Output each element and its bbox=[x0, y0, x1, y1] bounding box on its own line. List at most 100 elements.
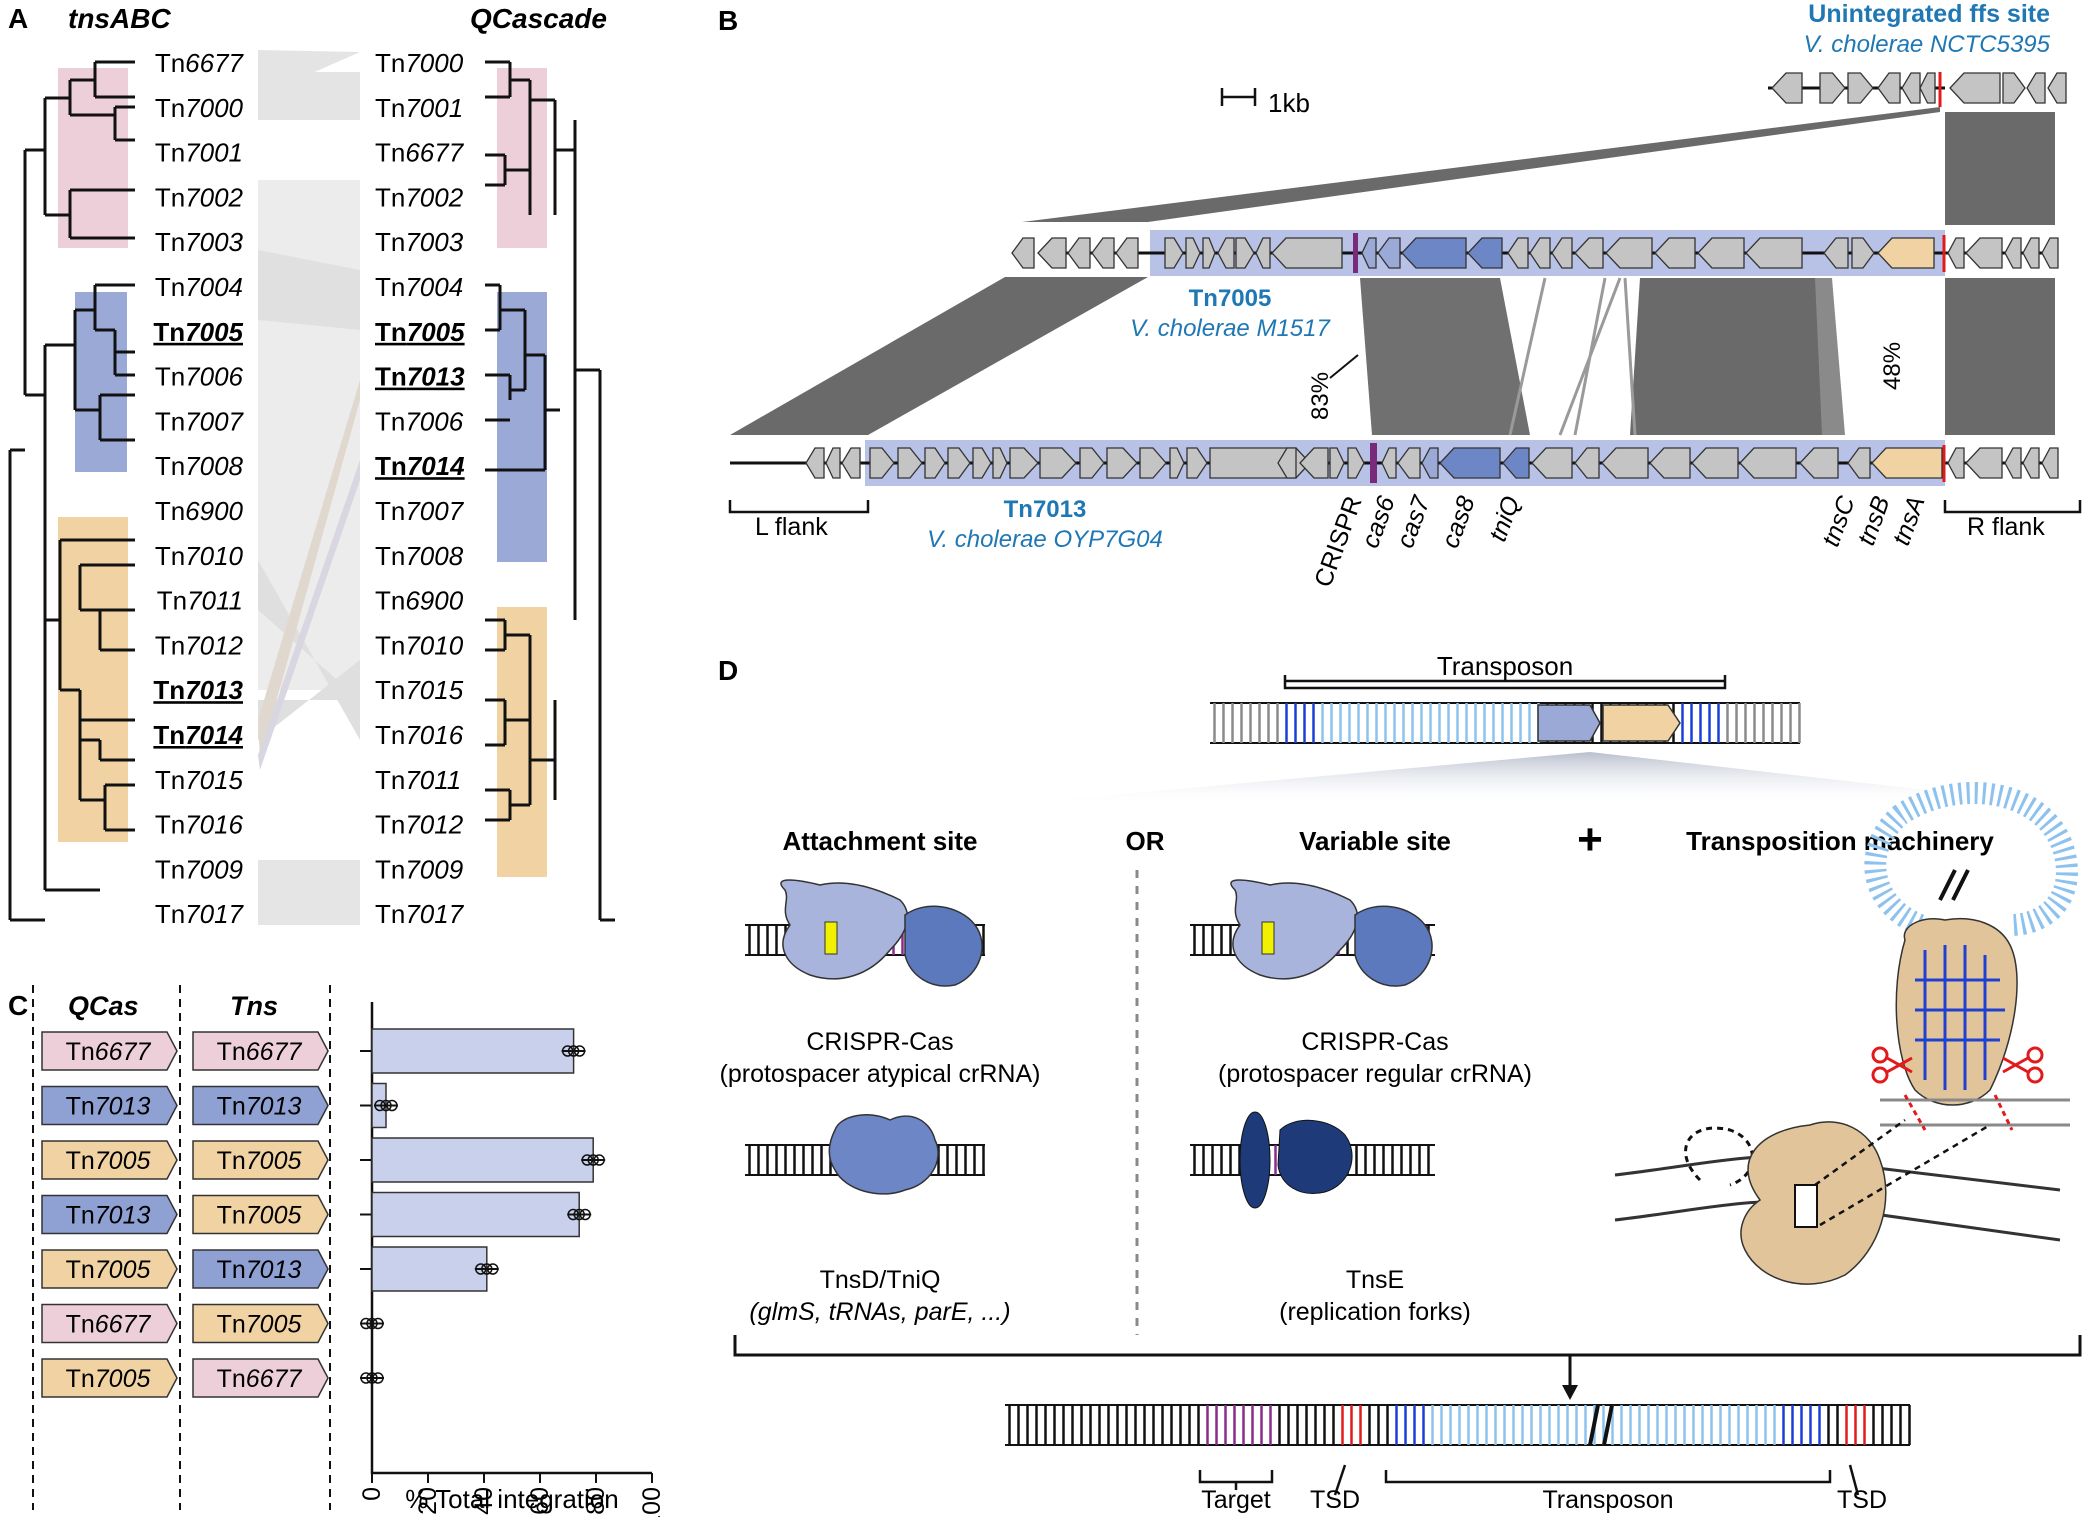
gene-arrow bbox=[1871, 447, 1943, 479]
construct-label: Tn7005 bbox=[217, 1147, 302, 1175]
tsd-right-pointer bbox=[1848, 1464, 1860, 1496]
right-tree-label: Tn7005 bbox=[375, 317, 465, 347]
gene-arrow bbox=[1819, 72, 1846, 104]
r-flank-label: R flank bbox=[1967, 513, 2045, 541]
panel-b: B Unintegrated ffs site V. cholerae NCTC… bbox=[718, 0, 2082, 591]
target-bracket bbox=[1198, 1470, 1274, 1490]
x-tick-label: 40 bbox=[470, 1487, 498, 1515]
cascade-complex-variable bbox=[1230, 879, 1359, 980]
l-flank-bracket bbox=[728, 500, 870, 514]
replicate-point bbox=[386, 1099, 398, 1112]
tsd-left-label: TSD bbox=[1310, 1486, 1360, 1514]
tns-header: Tns bbox=[230, 991, 278, 1021]
right-tree-label: Tn7009 bbox=[375, 854, 463, 884]
construct-arrow bbox=[192, 1358, 329, 1398]
right-tree-label: Tn7001 bbox=[375, 93, 463, 123]
gene-label: tnsC bbox=[1817, 492, 1861, 551]
donor-dna-loop bbox=[1864, 781, 2078, 936]
gene-arrow bbox=[1965, 447, 2003, 479]
gene-arrow bbox=[2047, 72, 2067, 104]
right-tree-label: Tn7010 bbox=[375, 630, 464, 660]
construct-arrow bbox=[41, 1358, 178, 1398]
gene-arrow bbox=[1329, 447, 1345, 479]
right-tree-label: Tn7017 bbox=[375, 899, 465, 929]
left-tree-label: Tn7012 bbox=[155, 630, 244, 660]
gene-arrow bbox=[1377, 237, 1401, 269]
gene-arrow bbox=[1164, 237, 1184, 269]
right-tree-label: Tn7012 bbox=[375, 810, 464, 840]
construct-arrow bbox=[41, 1140, 178, 1180]
pct-48: 48% bbox=[1879, 342, 1906, 390]
integration-bar bbox=[371, 1191, 580, 1238]
gene-arrow bbox=[1823, 237, 1849, 269]
left-tree-label: Tn6900 bbox=[155, 496, 244, 526]
scissors-left-icon bbox=[1871, 1046, 1913, 1084]
qcas-header: QCas bbox=[68, 991, 139, 1021]
left-tree bbox=[8, 60, 135, 922]
gene-arrow bbox=[2022, 447, 2040, 479]
gene-arrow bbox=[947, 447, 971, 479]
gene-arrow bbox=[1039, 447, 1077, 479]
left-tree-label: Tn7017 bbox=[155, 899, 245, 929]
top-dna-strands bbox=[1210, 702, 1800, 744]
right-tree-label: Tn7007 bbox=[375, 496, 465, 526]
right-tree-label: Tn7013 bbox=[375, 362, 465, 392]
right-tree-label: Tn7003 bbox=[375, 227, 464, 257]
bottom-dna-ladder bbox=[1005, 1404, 1911, 1446]
right-tree-label: Tn7014 bbox=[375, 451, 465, 481]
l-flank-label: L flank bbox=[755, 513, 828, 541]
gene-arrow bbox=[2041, 447, 2059, 479]
panel-d: D Transposon Attachment site OR Variable… bbox=[718, 651, 2082, 1514]
plus-sign: + bbox=[1577, 815, 1603, 864]
gene-arrow bbox=[825, 447, 841, 479]
cascade-tail-attachment bbox=[904, 905, 983, 987]
construct-label: Tn7005 bbox=[66, 1147, 151, 1175]
pct-83: 83% bbox=[1307, 372, 1334, 420]
replicate-point bbox=[360, 1372, 372, 1384]
gene-arrow bbox=[1601, 447, 1649, 479]
integration-bar bbox=[371, 1028, 575, 1074]
construct-label: Tn7013 bbox=[66, 1202, 151, 1230]
gene-label: tniQ bbox=[1484, 492, 1526, 545]
gene-arrow bbox=[1965, 237, 2003, 269]
construct-label: Tn7013 bbox=[66, 1093, 151, 1121]
gene-arrow bbox=[1347, 447, 1365, 479]
gene-label: tnsA bbox=[1887, 492, 1930, 549]
replicate-point bbox=[475, 1263, 487, 1275]
right-tree-label: Tn7011 bbox=[375, 765, 461, 795]
left-tree-label: Tn7007 bbox=[155, 406, 245, 436]
construct-arrow bbox=[192, 1031, 329, 1071]
gene-arrow bbox=[1185, 237, 1201, 269]
connector-ribbons bbox=[258, 50, 360, 925]
left-clade-orange bbox=[58, 517, 128, 842]
gene-arrow bbox=[1401, 237, 1467, 269]
gene-arrow bbox=[1947, 447, 1965, 479]
gene-arrow bbox=[1255, 237, 1271, 269]
panel-b-letter: B bbox=[718, 5, 738, 36]
pct-83-pointer bbox=[1329, 354, 1359, 379]
cascade-complex-attachment bbox=[780, 879, 909, 980]
gene-arrow bbox=[2041, 237, 2059, 269]
gene-arrow bbox=[1397, 447, 1421, 479]
gene-arrow bbox=[1502, 447, 1530, 479]
homology-region-mid bbox=[1630, 278, 1830, 435]
cas-cassette bbox=[1537, 704, 1601, 742]
unintegrated-species: V. cholerae NCTC5395 bbox=[1804, 31, 2051, 58]
panel-c-letter: C bbox=[8, 990, 28, 1021]
x-tick-label: 0 bbox=[358, 1487, 386, 1501]
replicate-point bbox=[561, 1045, 574, 1057]
gene-arrow bbox=[1605, 237, 1653, 269]
gene-arrow bbox=[1847, 72, 1874, 104]
left-tree-label: Tn7004 bbox=[155, 272, 243, 302]
homology-region-left bbox=[730, 277, 1148, 435]
replicate-point bbox=[573, 1208, 585, 1221]
crispr-cas-attach-sub: (protospacer atypical crRNA) bbox=[720, 1060, 1041, 1088]
bottom-dna-strands bbox=[1005, 1404, 1910, 1446]
tsd-left-pointer bbox=[1333, 1464, 1347, 1496]
gene-arrow bbox=[2004, 237, 2022, 269]
x-tick-label: 20 bbox=[414, 1487, 442, 1515]
panel-a-letter: A bbox=[8, 3, 28, 34]
transposon-top-label: Transposon bbox=[1437, 651, 1573, 681]
